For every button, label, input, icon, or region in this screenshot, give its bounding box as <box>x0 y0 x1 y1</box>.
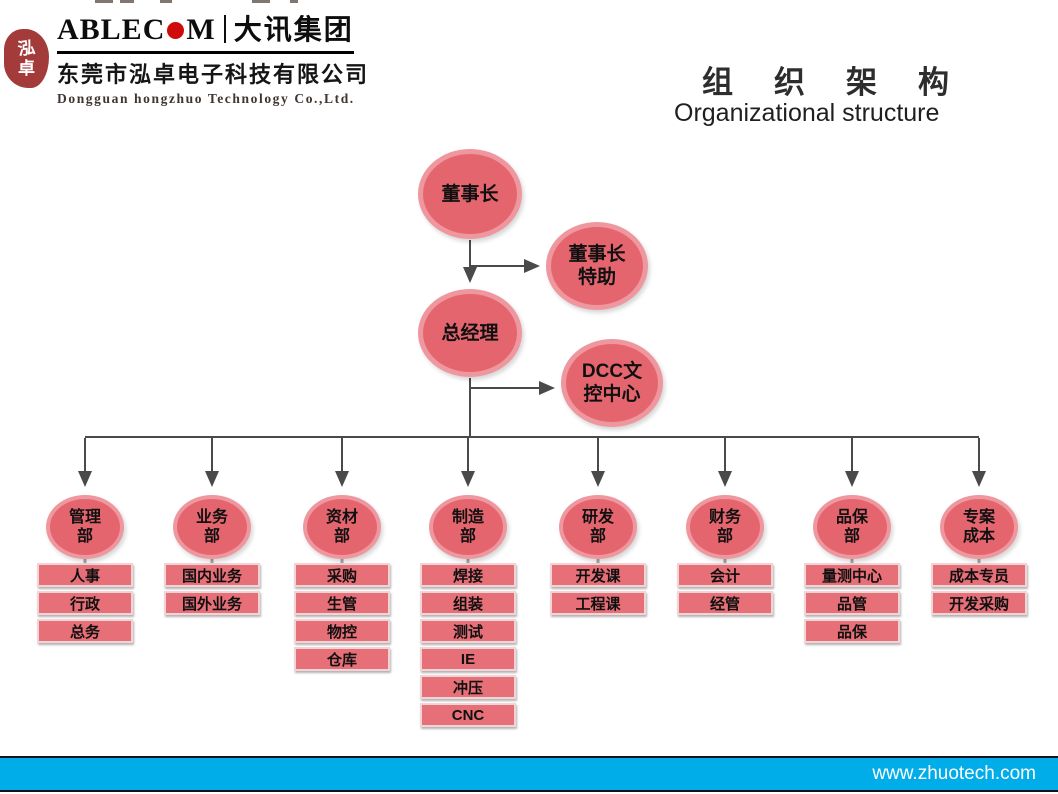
node-label: DCC文 <box>581 361 643 382</box>
node-label: 董事长 <box>441 183 499 205</box>
node-dcc-center: DCC文 控中心 <box>561 339 663 427</box>
node-label: 部 <box>716 528 733 545</box>
dept-node: 研发 部 <box>559 495 637 559</box>
sub-dept-box: 会计 <box>677 563 773 587</box>
node-chairman-assistant: 董事长 特助 <box>546 222 648 310</box>
dept-column-materials: 资材 部 采购 生管 物控 仓库 <box>294 495 390 671</box>
sub-dept-box: 国内业务 <box>164 563 260 587</box>
node-label: 品保 <box>835 509 868 526</box>
sub-dept-box: 组装 <box>420 591 516 615</box>
node-label: 控中心 <box>583 384 641 405</box>
node-label: 管理 <box>68 509 101 526</box>
sub-dept-box: 测试 <box>420 619 516 643</box>
node-label: 部 <box>333 528 350 545</box>
website-url: www.zhuotech.com <box>872 763 1036 784</box>
dept-node: 品保 部 <box>813 495 891 559</box>
node-label: 研发 <box>581 509 614 526</box>
dept-column-rnd: 研发 部 开发课 工程课 <box>550 495 646 615</box>
sub-dept-box: 品保 <box>804 619 900 643</box>
node-label: 资材 <box>325 509 358 526</box>
sub-dept-box: 仓库 <box>294 647 390 671</box>
dept-node: 制造 部 <box>429 495 507 559</box>
company-seal-icon: 泓 卓 <box>4 29 49 88</box>
clipped-text-remnant <box>95 0 113 3</box>
company-name-en: Dongguan hongzhuo Technology Co.,Ltd. <box>57 91 355 106</box>
dept-node: 业务 部 <box>173 495 251 559</box>
node-general-manager: 总经理 <box>418 289 522 377</box>
node-label: 部 <box>203 528 220 545</box>
sub-dept-box: 冲压 <box>420 675 516 699</box>
clipped-text-remnant <box>160 0 172 3</box>
sub-dept-box: 开发课 <box>550 563 646 587</box>
brand-group-name: 大讯集团 <box>233 15 354 46</box>
clipped-text-remnant <box>252 0 270 3</box>
sub-dept-box: 采购 <box>294 563 390 587</box>
node-label: 制造 <box>451 509 484 526</box>
node-label: 部 <box>843 528 860 545</box>
sub-dept-box: 物控 <box>294 619 390 643</box>
clipped-text-remnant <box>120 0 134 3</box>
dept-column-manufacturing: 制造 部 焊接 组装 测试 IE 冲压 CNC <box>420 495 516 727</box>
clipped-text-remnant <box>290 0 298 3</box>
brand-wordmark: ABLEC M 大讯集团 <box>57 8 354 54</box>
sub-dept-box: 焊接 <box>420 563 516 587</box>
node-label: 专案 <box>962 509 995 526</box>
sub-dept-box: 品管 <box>804 591 900 615</box>
node-label: 财务 <box>708 509 741 526</box>
node-label: 特助 <box>577 267 616 288</box>
sub-dept-box: 量测中心 <box>804 563 900 587</box>
sub-dept-box: 工程课 <box>550 591 646 615</box>
dept-column-finance: 财务 部 会计 经管 <box>677 495 773 615</box>
sub-dept-box: 人事 <box>37 563 133 587</box>
brand-divider <box>223 15 226 43</box>
brand-suffix: M <box>186 13 216 46</box>
sub-dept-box: 成本专员 <box>931 563 1027 587</box>
dept-column-quality: 品保 部 量测中心 品管 品保 <box>804 495 900 643</box>
page-title-cn: 组织架构 <box>702 65 990 100</box>
sub-dept-box: CNC <box>420 703 516 727</box>
red-dot-o-icon <box>167 22 185 39</box>
sub-dept-box: 总务 <box>37 619 133 643</box>
dept-node: 专案 成本 <box>940 495 1018 559</box>
dept-column-management: 管理 部 人事 行政 总务 <box>37 495 133 643</box>
node-label: 董事长 <box>568 244 626 265</box>
node-label: 部 <box>589 528 606 545</box>
sub-dept-box: 行政 <box>37 591 133 615</box>
sub-dept-box: IE <box>420 647 516 671</box>
brand-prefix: ABLEC <box>57 13 166 46</box>
sub-dept-box: 经管 <box>677 591 773 615</box>
node-label: 部 <box>76 528 93 545</box>
sub-dept-box: 开发采购 <box>931 591 1027 615</box>
dept-node: 资材 部 <box>303 495 381 559</box>
dept-column-project-cost: 专案 成本 成本专员 开发采购 <box>931 495 1027 615</box>
node-label: 成本 <box>962 528 995 545</box>
company-name-cn: 东莞市泓卓电子科技有限公司 <box>57 62 370 87</box>
seal-char-bottom: 卓 <box>18 58 35 78</box>
node-label: 总经理 <box>441 322 499 344</box>
node-label: 部 <box>459 528 476 545</box>
sub-dept-box: 生管 <box>294 591 390 615</box>
sub-dept-box: 国外业务 <box>164 591 260 615</box>
logo-text-block: ABLEC M 大讯集团 东莞市泓卓电子科技有限公司 Dongguan hongzh… <box>57 8 369 107</box>
page-title-en: Organizational structure <box>674 99 940 127</box>
dept-node: 管理 部 <box>46 495 124 559</box>
footer-bar: www.zhuotech.com <box>0 756 1058 792</box>
dept-node: 财务 部 <box>686 495 764 559</box>
node-chairman: 董事长 <box>418 149 522 239</box>
node-label: 业务 <box>195 509 228 526</box>
dept-column-business: 业务 部 国内业务 国外业务 <box>164 495 260 615</box>
